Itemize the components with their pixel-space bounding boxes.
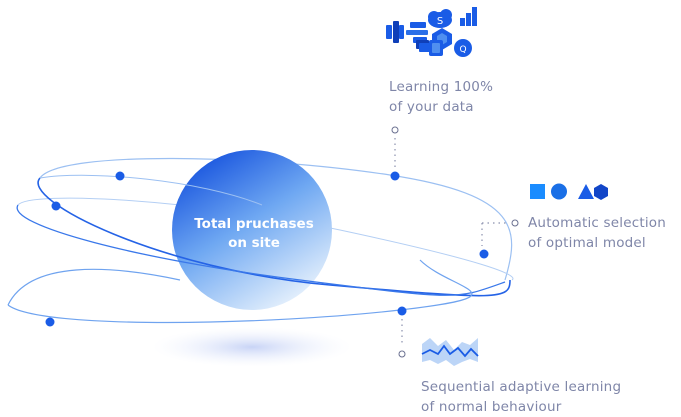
orbit-arc <box>7 268 181 306</box>
feature-auto-selection-label: Automatic selection of optimal model <box>528 213 666 253</box>
cube-icon <box>429 40 443 56</box>
orbit-arc <box>39 174 263 206</box>
center-label: Total pruchases on site <box>176 215 332 253</box>
feature-auto-line1: Automatic selection <box>528 215 667 231</box>
hexagon-icon <box>594 184 608 200</box>
feature-seq-line2: of normal behaviour <box>421 399 562 415</box>
stack-icon <box>416 40 432 52</box>
orbit-arc <box>7 259 473 324</box>
orbit-node <box>45 317 55 327</box>
badge-letter: Q <box>459 45 466 55</box>
orbit-back-arc <box>39 157 513 281</box>
feature-sequential-label: Sequential adaptive learning of normal b… <box>421 377 621 417</box>
square-icon <box>530 184 545 199</box>
center-label-line1: Total pruchases <box>194 216 314 232</box>
feature-learning-label: Learning 100% of your data <box>389 77 493 117</box>
sphere-shadow <box>152 327 352 367</box>
feature-learning-line2: of your data <box>389 99 474 115</box>
line-chart-icon <box>421 338 479 366</box>
search-badge-icon: Q <box>454 39 472 57</box>
circle-icon <box>551 183 567 200</box>
triangle-icon <box>578 184 594 199</box>
cloud-letter: S <box>437 16 443 27</box>
grid-icon <box>406 22 428 43</box>
orbit-node <box>390 171 400 181</box>
orbit-node <box>397 306 407 316</box>
orbit-node <box>115 171 125 181</box>
orbit-node <box>479 249 489 259</box>
orbit-front-arc <box>16 204 506 296</box>
cloud-icon: S <box>428 9 452 28</box>
data-sources-icon-group: S Q <box>386 7 477 57</box>
feature-learning-line1: Learning 100% <box>389 79 494 95</box>
connector-start <box>511 219 519 227</box>
model-shapes-icon-group <box>530 183 608 200</box>
bar-chart-icon <box>460 7 477 26</box>
feature-seq-line1: Sequential adaptive learning <box>421 379 622 395</box>
connector-start <box>398 350 406 358</box>
center-label-line2: on site <box>228 235 280 251</box>
connector-icon <box>386 21 404 43</box>
connector-start <box>391 126 399 134</box>
orbit-node <box>51 201 61 211</box>
feature-auto-line2: of optimal model <box>528 235 646 251</box>
